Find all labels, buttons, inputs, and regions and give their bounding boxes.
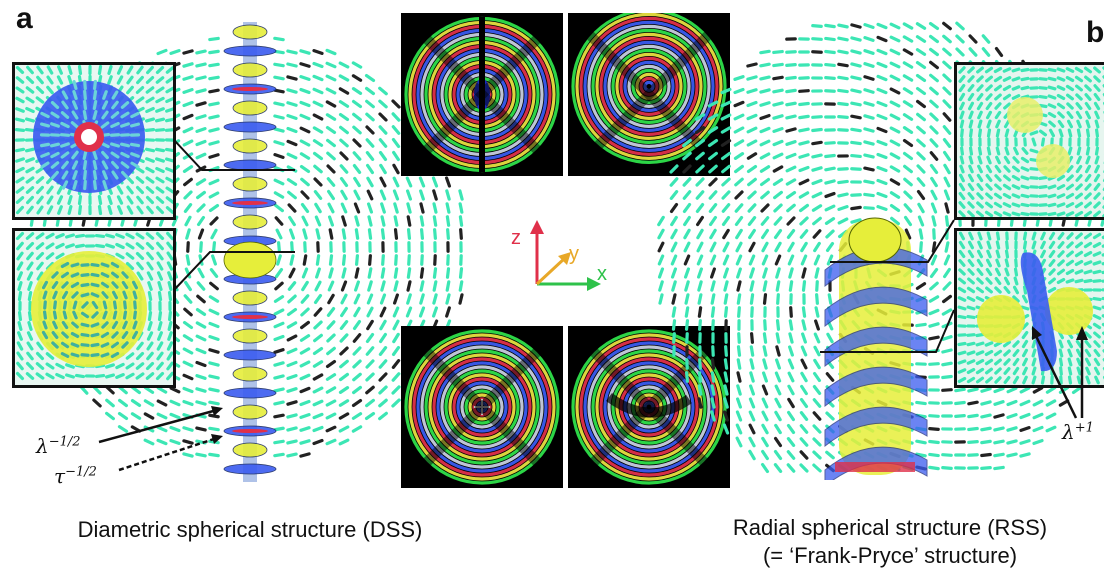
rss-inset-top (954, 62, 1104, 220)
axis-z-label: z (511, 227, 521, 249)
panel-label-a: a (16, 2, 33, 35)
polarized-image-rss-z: z (568, 326, 730, 488)
axis-x-label: x (597, 263, 607, 285)
polarized-image-dss-z: z (401, 326, 563, 488)
tau-minus-half-label: τ−1/2 (54, 464, 97, 488)
lambda-minus-half-label: λ−1/2 (36, 434, 81, 458)
rss-defect-helix (824, 217, 928, 480)
dss-inset-connectors (173, 140, 295, 291)
lambda-plus-one-label: λ+1 (1062, 420, 1094, 444)
polarized-image-dss-y: y (401, 13, 563, 176)
rss-inset-bottom (954, 228, 1104, 388)
view-label-y: y (407, 15, 417, 37)
dss-inset-top (12, 62, 176, 220)
rss-inset-connectors (820, 219, 955, 353)
polarized-image-rss-y: y (568, 13, 730, 176)
dss-inset-bottom (12, 228, 176, 388)
view-label-z: z (712, 328, 722, 350)
coordinate-axes: z y x (511, 220, 607, 291)
dss-arrow-pointers (98, 406, 223, 472)
dss-caption: Diametric spherical structure (DSS) (77, 517, 423, 542)
panel-label-b: b (1086, 16, 1104, 49)
view-label-z: z (407, 328, 417, 350)
rss-arrow-pointers (1032, 326, 1088, 419)
rss-caption-line1: Radial spherical structure (RSS) (732, 515, 1048, 540)
axis-y-label: y (569, 243, 579, 265)
view-label-y: y (712, 15, 722, 37)
rss-caption-line2: (= ‘Frank-Pryce’ structure) (762, 543, 1018, 568)
